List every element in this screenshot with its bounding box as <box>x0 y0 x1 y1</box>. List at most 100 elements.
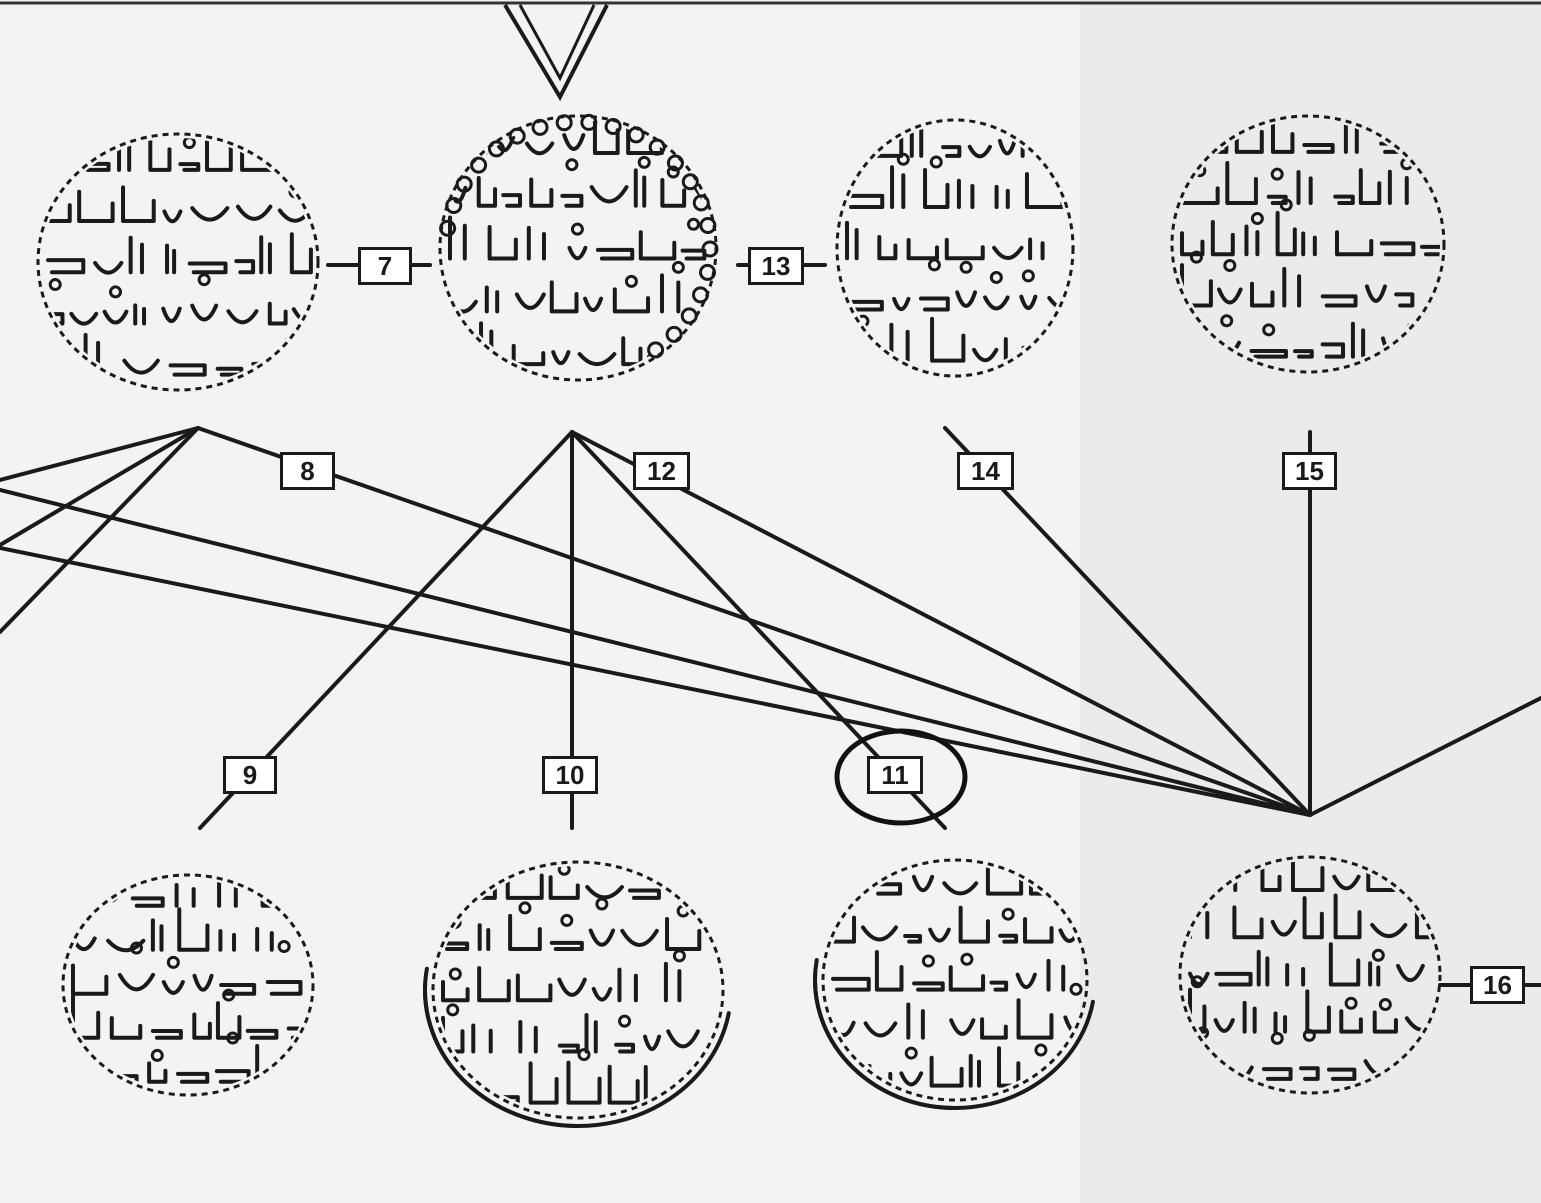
glyph-dot <box>448 967 462 981</box>
glyph-dot <box>1344 996 1358 1010</box>
glyph-stroke <box>511 343 546 367</box>
glyph-dot <box>618 1014 632 1028</box>
glyph-dot <box>1302 1028 1316 1042</box>
pellet-dot <box>701 240 719 258</box>
glyph-stroke <box>918 296 950 312</box>
glyph-stroke <box>557 977 587 997</box>
glyph-stroke <box>831 976 871 992</box>
glyph-stroke <box>614 1042 636 1054</box>
glyph-dot <box>904 1046 918 1060</box>
glyph-stroke <box>235 204 273 221</box>
glyph-dot <box>637 155 651 169</box>
glyph-stroke <box>187 261 228 275</box>
glyph-stroke <box>985 864 1024 896</box>
glyph-stroke <box>1250 281 1275 308</box>
glyph-stroke <box>621 336 643 367</box>
glyph-stroke <box>518 1020 538 1054</box>
pellet-dot <box>665 325 683 343</box>
glyph-stroke <box>1046 958 1066 992</box>
glyph-stroke <box>1249 348 1288 359</box>
glyph-stroke <box>583 296 604 313</box>
glyph-dot <box>222 988 236 1002</box>
pellet-dot <box>666 154 684 172</box>
glyph-stroke <box>874 950 904 992</box>
coins-layer <box>36 113 1446 1128</box>
glyph-stroke <box>956 178 975 210</box>
glyph-stroke <box>906 238 940 261</box>
glyph-stroke <box>968 1053 982 1088</box>
glyph-dot <box>1279 198 1293 212</box>
glyph-stroke <box>1379 241 1416 257</box>
glyph-dot <box>560 913 574 927</box>
glyph-dot <box>1371 948 1385 962</box>
glyph-dot <box>927 258 941 272</box>
glyph-stroke <box>161 306 182 324</box>
glyph-stroke <box>1232 905 1264 940</box>
pellet-dot <box>531 118 549 136</box>
glyph-dot <box>109 285 123 299</box>
rim-arc <box>813 957 957 1110</box>
coin-top-2 <box>438 113 719 382</box>
glyph-stroke <box>265 980 303 996</box>
glyph-stroke <box>877 235 898 261</box>
glyph-stroke <box>584 1013 598 1054</box>
glyph-stroke <box>595 247 635 261</box>
rim-arc <box>423 966 580 1128</box>
glyph-stroke <box>638 230 677 261</box>
coin-edge <box>431 860 725 1120</box>
glyph-stroke <box>46 258 86 275</box>
glyph-stroke <box>150 918 164 952</box>
pellet-dot <box>508 127 526 145</box>
edge <box>1308 696 1541 817</box>
glyph-stroke <box>1394 292 1415 308</box>
glyph-dot <box>1034 1043 1048 1057</box>
glyph-stroke <box>1302 143 1335 154</box>
glyph-stroke <box>1023 917 1054 944</box>
glyph-stroke <box>529 177 554 208</box>
pellet-dot <box>455 175 473 193</box>
pellet-dot <box>647 341 665 359</box>
glyph-stroke <box>1335 230 1374 257</box>
glyph-stroke <box>190 303 219 322</box>
glyph-stroke <box>1213 1018 1235 1033</box>
glyph-stroke <box>549 940 584 952</box>
glyph-stroke <box>1028 237 1045 261</box>
glyph-stroke <box>551 350 571 366</box>
coin-edge <box>61 873 315 1097</box>
glyph-stroke <box>588 928 616 947</box>
pellet-dot <box>604 118 622 136</box>
glyph-stroke <box>665 917 702 952</box>
glyph-stroke <box>958 905 990 944</box>
glyph-dot <box>182 138 196 150</box>
pellet-dot <box>648 138 666 156</box>
glyph-dot <box>1189 250 1203 264</box>
coin-bottom-10 <box>423 860 731 1128</box>
coin-edge <box>835 118 1075 378</box>
glyph-stroke <box>1320 294 1358 308</box>
glyph-stroke <box>528 1061 559 1105</box>
glyph-stroke <box>214 1069 251 1084</box>
glyph-stroke <box>1333 194 1355 206</box>
glyph-stroke <box>1296 170 1313 206</box>
coin-edge <box>36 132 320 392</box>
glyph-stroke <box>128 235 144 275</box>
edge <box>570 430 1312 817</box>
glyph-stroke <box>560 193 584 208</box>
glyph-stroke <box>903 933 922 944</box>
glyph-stroke <box>109 1016 143 1040</box>
glyph-stroke <box>148 138 172 172</box>
glyph-stroke <box>557 1043 580 1054</box>
glyph-stroke <box>1282 266 1302 308</box>
glyph-stroke <box>660 273 681 314</box>
glyph-stroke <box>1301 231 1317 257</box>
glyph-stroke <box>892 296 911 312</box>
glyph-stroke <box>1210 220 1235 257</box>
glyph-stroke <box>130 896 165 908</box>
glyph-stroke <box>1332 874 1361 891</box>
glyph-stroke <box>122 358 160 375</box>
pellet-dot <box>692 194 710 212</box>
glyph-stroke <box>989 980 1009 992</box>
glyph-dot <box>595 897 609 911</box>
coin-top-3 <box>835 118 1075 378</box>
edge <box>0 546 1312 817</box>
